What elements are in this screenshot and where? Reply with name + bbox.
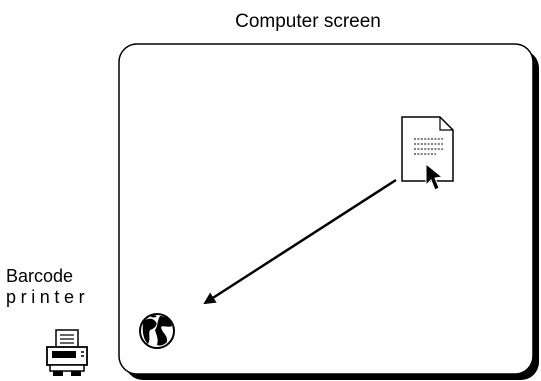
globe-icon[interactable] (139, 313, 175, 349)
barcode-printer-label: Barcode printer (6, 266, 126, 308)
transfer-arrow (203, 178, 397, 305)
mouse-pointer-icon (425, 162, 444, 191)
computer-screen-frame (118, 43, 539, 380)
document-icon[interactable] (401, 116, 454, 182)
printer-icon[interactable] (46, 329, 88, 376)
barcode-printer-label-line2: printer (6, 287, 90, 307)
computer-screen-label: Computer screen (235, 11, 381, 32)
barcode-printer-label-line1: Barcode (6, 266, 74, 286)
